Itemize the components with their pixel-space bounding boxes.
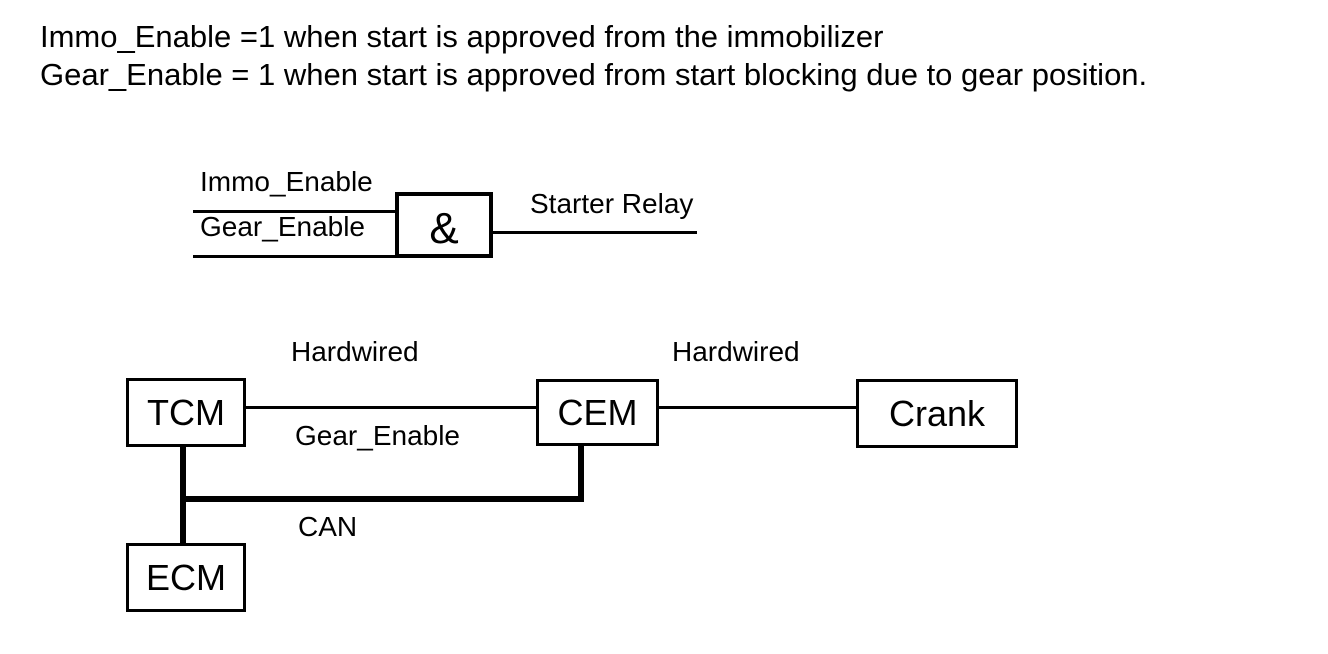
cem-box: CEM bbox=[536, 379, 659, 446]
ecm-box: ECM bbox=[126, 543, 246, 612]
gate-output-line bbox=[492, 231, 697, 234]
and-gate-symbol: & bbox=[429, 204, 459, 253]
cem-label: CEM bbox=[557, 391, 638, 433]
gate-input2-label: Gear_Enable bbox=[200, 211, 366, 242]
note-line-gear: Gear_Enable = 1 when start is approved f… bbox=[40, 57, 1148, 92]
gear-enable-link-label: Gear_Enable bbox=[295, 420, 461, 451]
gate-output-label: Starter Relay bbox=[530, 188, 694, 219]
crank-box: Crank bbox=[856, 379, 1018, 448]
tcm-box: TCM bbox=[126, 378, 246, 447]
can-bus-horizontal bbox=[180, 496, 584, 502]
can-bus-vertical-cem bbox=[578, 446, 584, 502]
cem-crank-link-line bbox=[659, 406, 856, 409]
hardwired-right-label: Hardwired bbox=[672, 336, 800, 367]
tcm-cem-link-line bbox=[246, 406, 536, 409]
can-bus-vertical-tcm-ecm bbox=[180, 447, 186, 543]
gate-input2-line bbox=[193, 255, 395, 258]
note-line-immo: Immo_Enable =1 when start is approved fr… bbox=[40, 19, 884, 54]
can-bus-label: CAN bbox=[298, 511, 358, 542]
crank-label: Crank bbox=[888, 392, 986, 434]
ecm-label: ECM bbox=[146, 556, 226, 598]
and-gate-box: & bbox=[395, 192, 493, 258]
gate-input1-label: Immo_Enable bbox=[200, 166, 373, 197]
gate-input1-line bbox=[193, 210, 395, 213]
hardwired-left-label: Hardwired bbox=[291, 336, 419, 367]
notes-block: Immo_Enable =1 when start is approved fr… bbox=[40, 18, 1147, 94]
tcm-label: TCM bbox=[147, 391, 225, 433]
